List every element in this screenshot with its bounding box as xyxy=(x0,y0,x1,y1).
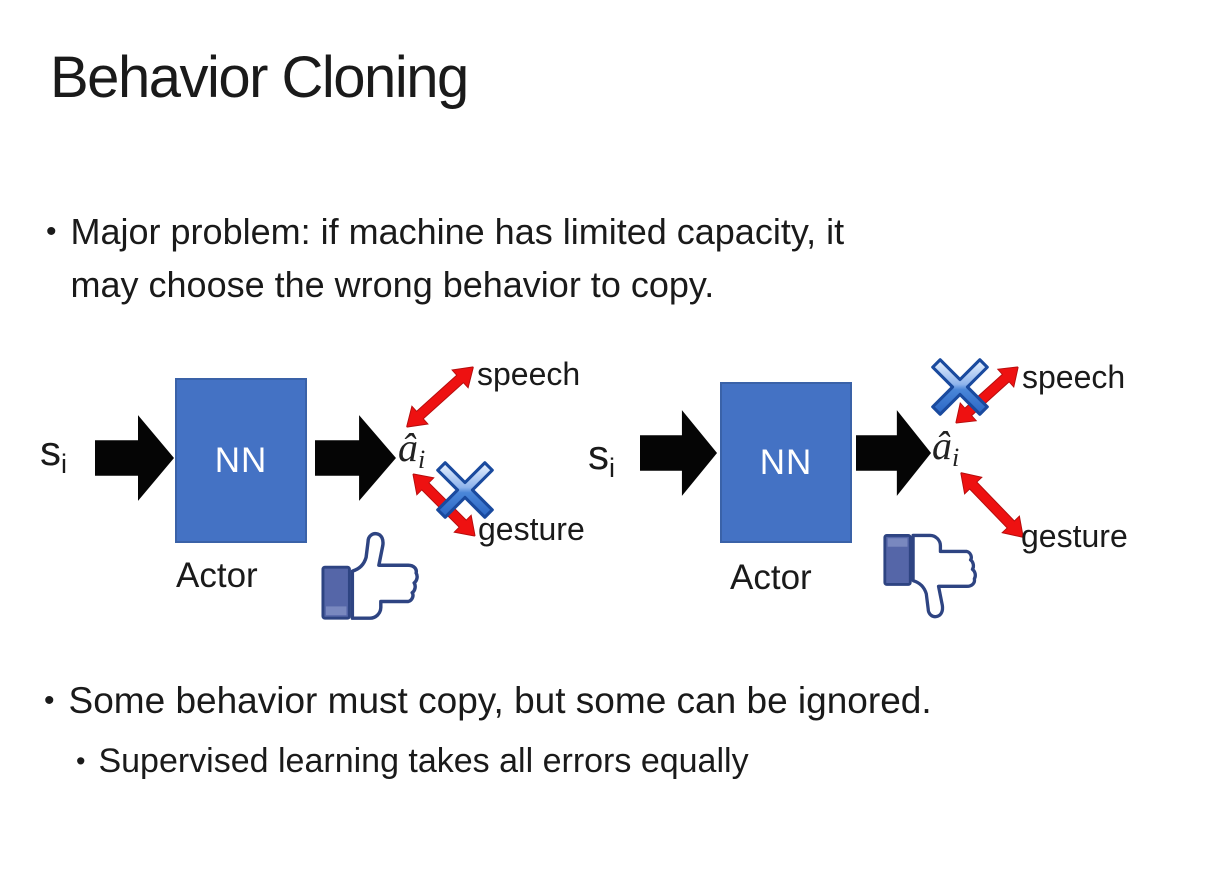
right-gesture-label: gesture xyxy=(1021,518,1128,554)
bullet-marker: • xyxy=(44,684,55,717)
left-input-arrow-icon xyxy=(95,413,175,503)
bullet-marker: • xyxy=(46,215,57,248)
left-cross-out-icon xyxy=(434,459,496,521)
bullet-supervised-learning: • Supervised learning takes all errors e… xyxy=(76,738,749,784)
left-input-state-label: si xyxy=(40,427,67,479)
right-output-arrow-icon xyxy=(856,408,932,498)
right-cross-out-icon xyxy=(929,356,991,418)
thumbs-down-icon xyxy=(882,530,980,620)
left-actor-label: Actor xyxy=(176,556,258,595)
slide-title: Behavior Cloning xyxy=(50,45,469,110)
left-gesture-label: gesture xyxy=(478,511,585,547)
bullet-major-problem: • Major problem: if machine has limited … xyxy=(46,205,844,311)
thumbs-up-icon xyxy=(320,531,422,623)
left-speech-label: speech xyxy=(477,356,581,392)
right-nn-box: NN xyxy=(720,382,852,543)
right-output-action-label: âi xyxy=(932,423,960,472)
right-speech-label: speech xyxy=(1022,359,1126,395)
right-gesture-arrow-icon xyxy=(951,464,1032,547)
right-speech-arrow-icon xyxy=(947,357,1027,433)
left-output-action-label: âi xyxy=(398,425,426,474)
right-nn-label: NN xyxy=(759,442,813,482)
left-nn-label: NN xyxy=(214,440,268,480)
bullet-marker: • xyxy=(76,746,86,776)
bullet-line-1: Major problem: if machine has limited ca… xyxy=(70,211,845,252)
left-speech-arrow-icon xyxy=(398,357,482,437)
right-input-arrow-icon xyxy=(640,408,718,498)
bullet-supervised-learning-text: Supervised learning takes all errors equ… xyxy=(98,742,749,780)
bullet-line-2: may choose the wrong behavior to copy. xyxy=(70,264,715,305)
bullet-some-behavior: • Some behavior must copy, but some can … xyxy=(44,676,932,726)
bullet-some-behavior-text: Some behavior must copy, but some can be… xyxy=(68,680,932,721)
left-output-arrow-icon xyxy=(315,413,397,503)
right-actor-label: Actor xyxy=(730,558,812,597)
right-input-state-label: si xyxy=(588,431,615,483)
left-nn-box: NN xyxy=(175,378,307,543)
bullet-major-problem-text: Major problem: if machine has limited ca… xyxy=(71,205,845,311)
